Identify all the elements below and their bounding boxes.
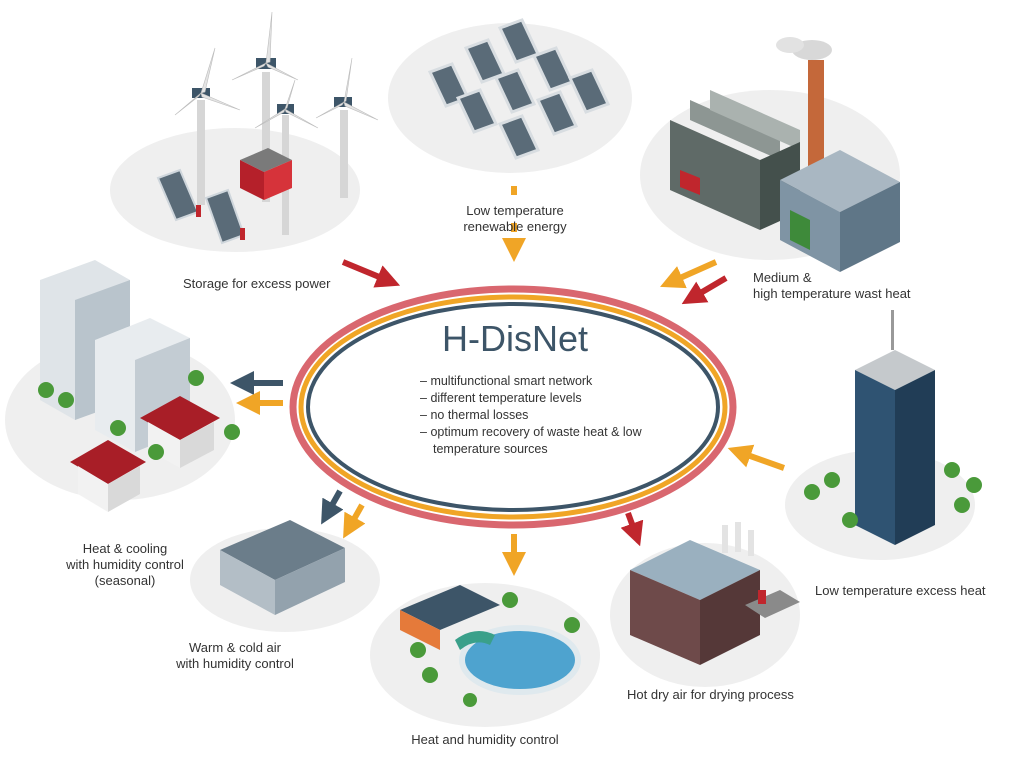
arrow-red-medium-heat <box>681 275 728 305</box>
label-hot-dry-air: Hot dry air for drying process <box>627 687 794 702</box>
arrow-orange-excess-heat <box>727 444 786 471</box>
office-building-icon <box>780 150 900 272</box>
solar-panel-icon <box>427 18 611 160</box>
label-warm-cold-air: Warm & cold air with humidity control <box>176 640 294 671</box>
feature-item: no thermal losses <box>420 407 663 424</box>
label-low-temp-renewable: Low temperature renewable energy <box>463 203 567 234</box>
wind-storage-cluster <box>110 11 379 252</box>
arrow-orange-greenhouse <box>343 503 366 539</box>
tree-icon <box>38 370 240 460</box>
label-storage: Storage for excess power <box>183 276 331 291</box>
arrow-red-storage <box>341 259 401 288</box>
greenhouse-cluster <box>190 520 380 632</box>
pool-cluster <box>370 583 600 727</box>
tree-icon <box>410 592 580 707</box>
arrow-orange-medium-heat <box>660 259 718 289</box>
arrow-blue-greenhouse <box>321 489 344 525</box>
feature-list: multifunctional smart network different … <box>420 373 663 458</box>
wind-turbine-icon <box>315 57 379 198</box>
label-medium-high-heat: Medium & high temperature wast heat <box>753 270 911 301</box>
wind-turbine-icon <box>231 11 299 202</box>
tree-icon <box>804 462 982 528</box>
solar-field-cluster <box>388 18 632 173</box>
label-heat-humidity: Heat and humidity control <box>411 732 559 747</box>
solar-panel-icon <box>156 168 246 245</box>
house-icon <box>140 396 220 468</box>
drying-factory-cluster <box>610 522 800 687</box>
network-title: H-DisNet <box>441 318 588 359</box>
wind-turbine-icon <box>174 47 241 205</box>
feature-item: multifunctional smart network <box>420 373 663 390</box>
factory-cluster <box>640 37 900 272</box>
storage-unit-icon <box>240 148 292 200</box>
house-icon <box>70 440 146 512</box>
arrow-red-drying <box>620 511 644 547</box>
residential-cluster <box>5 260 240 512</box>
feature-item: different temperature levels <box>420 390 663 407</box>
feature-item: optimum recovery of waste heat & low tem… <box>420 424 663 458</box>
skyscraper-cluster <box>785 310 982 560</box>
flow-arrows <box>230 186 786 576</box>
label-heat-cooling: Heat & cooling with humidity control (se… <box>66 541 184 588</box>
label-low-temp-excess: Low temperature excess heat <box>815 583 986 598</box>
